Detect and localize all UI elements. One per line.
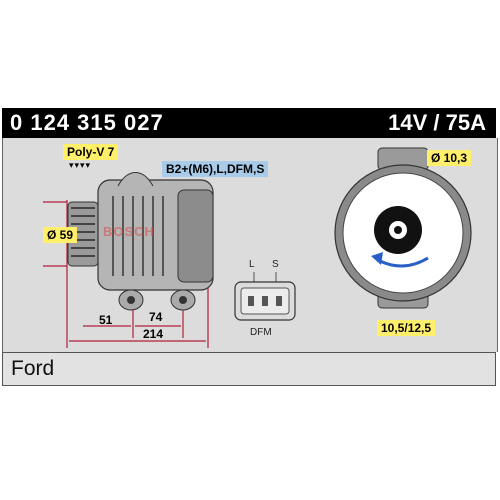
dimension-lines (43, 200, 209, 348)
header-bar: 0 124 315 027 14V / 75A (2, 108, 496, 138)
diagram-area: Poly-V 7 ▾▾▾▾ B2+(M6),L,DFM,S Ø 59 BOSCH… (2, 138, 498, 352)
footer-bar: Ford (2, 352, 496, 386)
connector-pin-s: S (272, 259, 279, 270)
dimension-c: 214 (143, 327, 164, 341)
rotation-arrow-icon (371, 252, 429, 268)
front-view-icon (334, 147, 472, 309)
pulley-diameter-label: Ø 59 (43, 227, 78, 243)
watermark-logo: BOSCH (103, 224, 155, 239)
pulley-label: Poly-V 7 (63, 144, 119, 160)
dimension-a: 51 (99, 313, 113, 327)
alternator-body-icon (97, 172, 214, 311)
connector-icon (234, 272, 296, 321)
voltage-amperage: 14V / 75A (388, 110, 486, 135)
connector-pin-l: L (249, 259, 255, 270)
terminals-label: B2+(M6),L,DFM,S (162, 161, 269, 177)
vehicle-brand: Ford (11, 357, 55, 380)
alternator-drawing (43, 147, 472, 348)
mount-width-label: 10,5/12,5 (377, 320, 436, 336)
dimension-b: 74 (149, 310, 163, 324)
mount-diameter-label: Ø 10,3 (427, 150, 472, 166)
part-number: 0 124 315 027 (10, 110, 164, 135)
connector-name: DFM (250, 327, 272, 338)
pulley-grooves-icon: ▾▾▾▾ (69, 160, 92, 170)
